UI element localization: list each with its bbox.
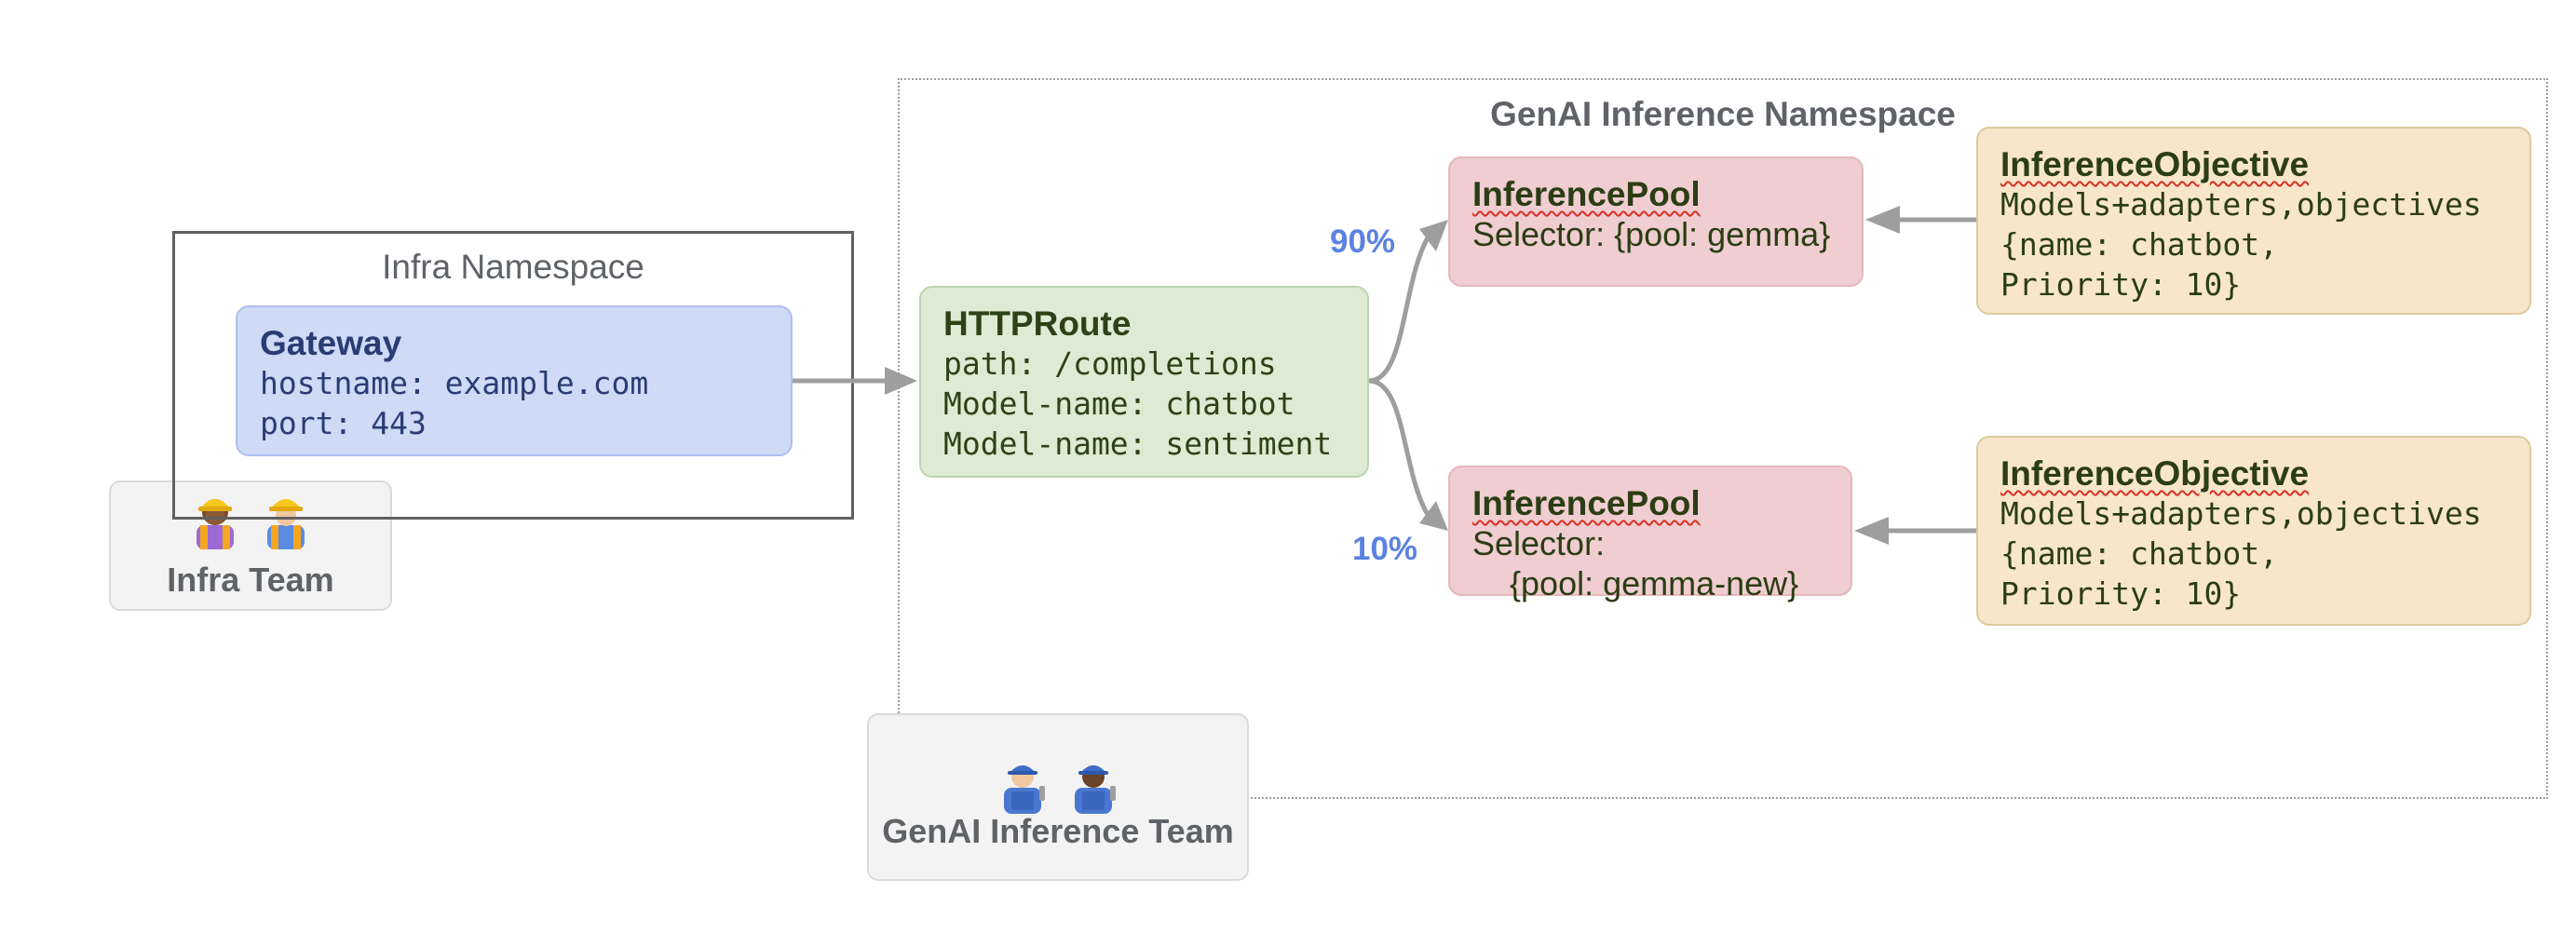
genai-namespace-title: GenAI Inference Namespace [1490, 95, 1956, 133]
traffic-split-primary: 90% [1330, 223, 1396, 260]
pool-secondary-selector-label: Selector: [1472, 524, 1606, 562]
inference-pool-secondary[interactable]: InferencePool Selector: {pool: gemma-new… [1448, 466, 1852, 602]
mechanic-icon [1075, 765, 1116, 814]
genai-team-people-icon [869, 749, 1247, 818]
gateway-node[interactable]: Gateway hostname: example.com port: 443 [236, 305, 793, 456]
objective-secondary-models: Models+adapters,objectives [2000, 495, 2482, 532]
inference-pool-primary[interactable]: InferencePool Selector: {pool: gemma} [1448, 156, 1864, 287]
pool-secondary-title: InferencePool [1472, 484, 1701, 522]
objective-primary-priority: Priority: 10} [2000, 266, 2242, 303]
arrow-httproute-to-pool-primary [1368, 233, 1432, 384]
objective-primary-title: InferenceObjective [2000, 145, 2310, 183]
construction-worker-icon [267, 499, 305, 549]
httproute-path: path: /completions [943, 345, 1277, 382]
httproute-node[interactable]: HTTPRoute path: /completions Model-name:… [919, 286, 1369, 478]
inference-objective-secondary[interactable]: InferenceObjective Models+adapters,objec… [1976, 436, 2531, 626]
arrowhead-httproute [885, 367, 917, 395]
genai-inference-namespace [898, 78, 2548, 799]
arrowhead-pool-primary [1419, 220, 1448, 251]
gateway-hostname: hostname: example.com [260, 365, 649, 401]
objective-secondary-name: {name: chatbot, [2000, 535, 2279, 572]
objective-primary-name: {name: chatbot, [2000, 226, 2279, 263]
gateway-title: Gateway [260, 324, 402, 362]
arrow-httproute-to-pool-secondary [1368, 378, 1432, 520]
pool-primary-title: InferencePool [1472, 175, 1701, 213]
pool-secondary-selector-value: {pool: gemma-new} [1472, 564, 1799, 602]
httproute-model-chatbot: Model-name: chatbot [943, 385, 1295, 422]
genai-team-card: GenAI Inference Team [867, 713, 1249, 881]
gateway-port: port: 443 [260, 405, 427, 441]
objective-secondary-title: InferenceObjective [2000, 454, 2310, 493]
traffic-split-secondary: 10% [1352, 531, 1418, 567]
objective-primary-models: Models+adapters,objectives [2000, 186, 2482, 223]
infra-namespace-title: Infra Namespace [382, 248, 644, 286]
mechanic-icon [1004, 765, 1045, 814]
arrowhead-pool-primary-left [1865, 206, 1900, 234]
objective-secondary-priority: Priority: 10} [2000, 575, 2242, 612]
infra-namespace [172, 231, 854, 520]
genai-team-label: GenAI Inference Team [882, 812, 1234, 850]
arrowhead-pool-secondary [1419, 501, 1448, 531]
infra-team-label: Infra Team [167, 561, 334, 599]
pool-primary-selector: Selector: {pool: gemma} [1472, 215, 1831, 253]
httproute-title: HTTPRoute [943, 304, 1132, 343]
httproute-model-sentiment: Model-name: sentiment [943, 426, 1333, 462]
arrowhead-pool-secondary-left [1854, 517, 1889, 545]
inference-objective-primary[interactable]: InferenceObjective Models+adapters,objec… [1976, 127, 2531, 315]
